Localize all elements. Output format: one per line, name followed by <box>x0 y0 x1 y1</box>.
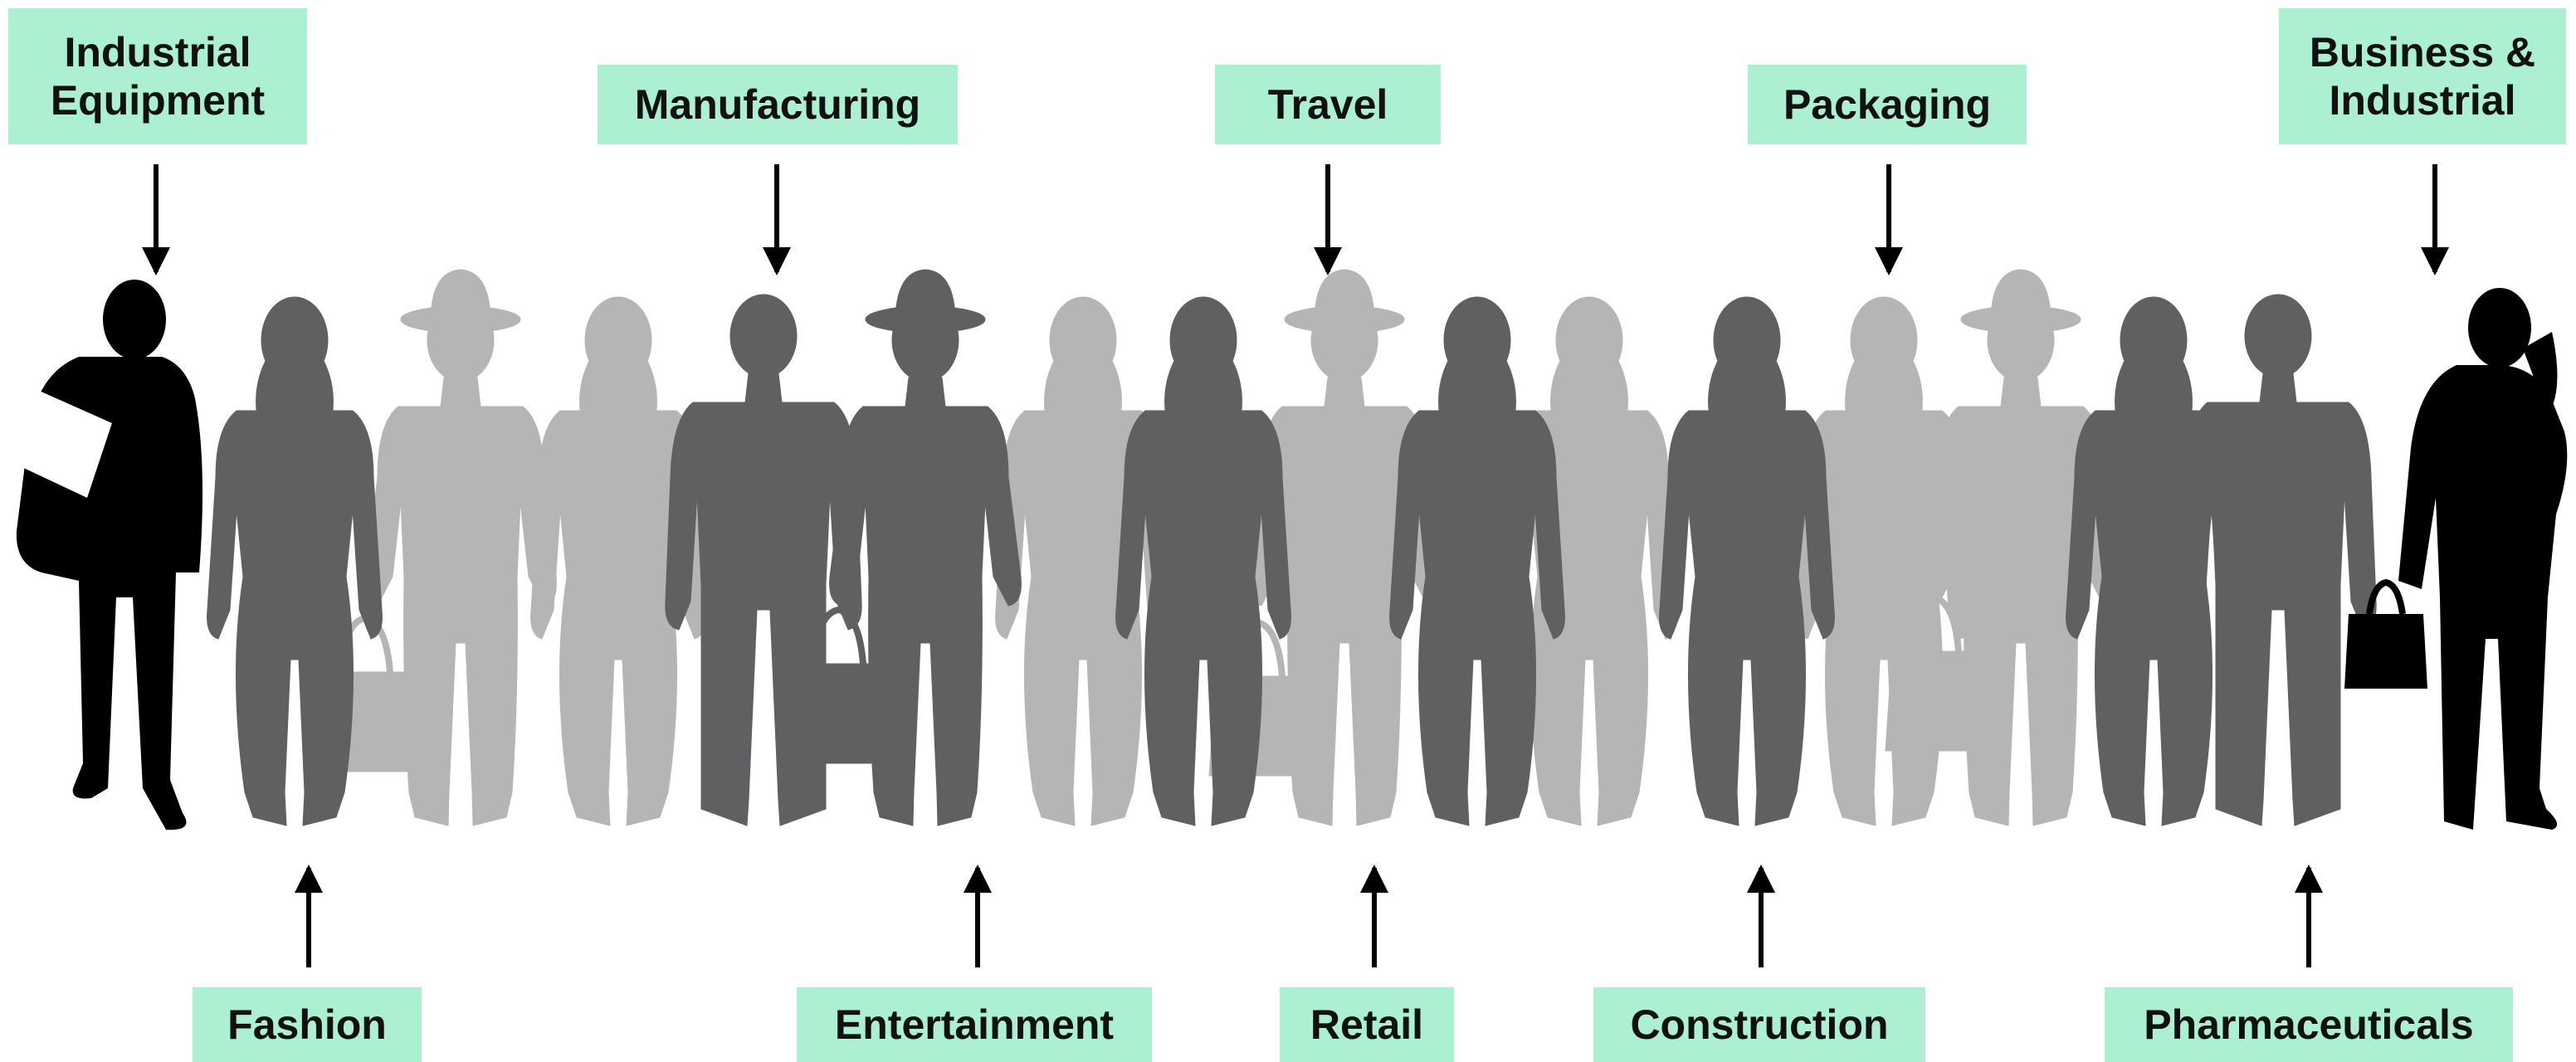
arrow-manufacturing <box>763 164 791 275</box>
black-figures <box>16 280 2568 831</box>
arrow-fashion <box>295 865 323 967</box>
arrow-industrial-equipment <box>142 164 170 275</box>
label-manufacturing: Manufacturing <box>598 65 958 144</box>
arrow-construction <box>1747 865 1775 967</box>
label-fashion: Fashion <box>193 987 422 1062</box>
label-industrial-equipment: Industrial Equipment <box>8 8 307 144</box>
arrow-retail <box>1360 865 1388 967</box>
label-construction: Construction <box>1593 987 1925 1062</box>
businessman-left <box>16 280 202 831</box>
label-business-industrial: Business & Industrial <box>2279 8 2566 144</box>
label-packaging: Packaging <box>1748 65 2027 144</box>
label-pharmaceuticals: Pharmaceuticals <box>2105 987 2513 1062</box>
arrow-business-industrial <box>2421 164 2449 275</box>
arrow-pharmaceuticals <box>2295 865 2323 967</box>
label-travel: Travel <box>1215 65 1441 144</box>
arrow-packaging <box>1875 164 1903 275</box>
arrow-entertainment <box>964 865 992 967</box>
businessman-right <box>2344 288 2568 830</box>
label-retail: Retail <box>1280 987 1454 1062</box>
label-entertainment: Entertainment <box>797 987 1152 1062</box>
